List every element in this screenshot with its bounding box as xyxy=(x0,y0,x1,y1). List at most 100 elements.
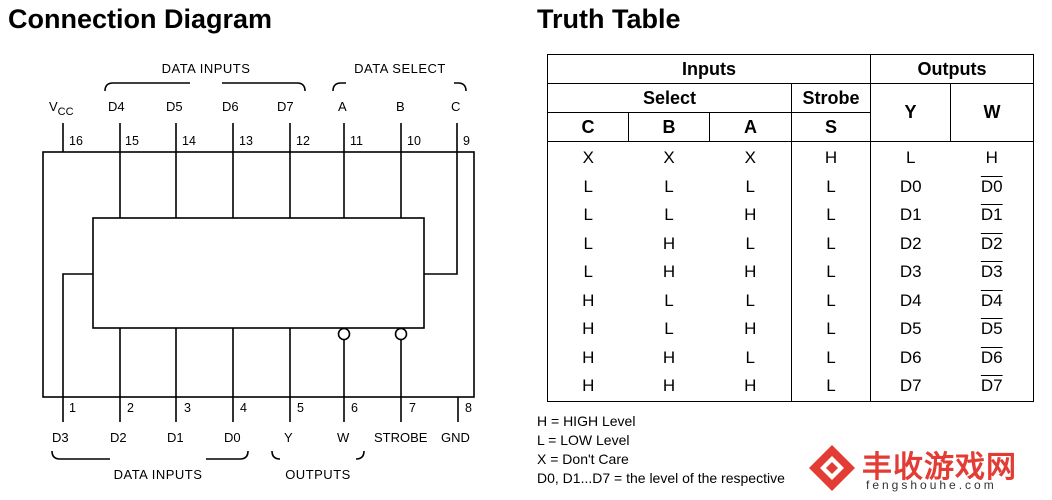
strobe-header: Strobe xyxy=(791,83,871,113)
truth-cell-c: L xyxy=(547,258,629,287)
pin13-label: D6 xyxy=(222,99,239,114)
truth-cell-c: L xyxy=(547,172,629,201)
truth-cell-b: L xyxy=(664,205,674,225)
truth-cell-b: L xyxy=(664,290,674,310)
pin5-number: 5 xyxy=(297,401,304,415)
ic-package-outline xyxy=(42,151,475,398)
pin6-inversion-bubble xyxy=(337,327,351,341)
truth-cell-b: L xyxy=(664,176,674,196)
select-header: Select xyxy=(547,83,792,113)
truth-cell-c: H xyxy=(547,343,629,372)
pin7-label: STROBE xyxy=(374,430,428,445)
truth-cell-w: D0 xyxy=(950,172,1034,201)
truth-cell-s: L xyxy=(791,258,871,287)
s-header: S xyxy=(791,112,871,142)
connection-diagram-title: Connection Diagram xyxy=(8,4,273,34)
connection-diagram: DATA INPUTS DATA SELECT VCC D4 D5 D6 D7 … xyxy=(42,61,475,482)
inverted-value: D5 xyxy=(980,319,1003,339)
truth-cell-s: H xyxy=(791,141,871,173)
inverted-value: D3 xyxy=(980,262,1003,282)
truth-cell-w: D5 xyxy=(950,315,1034,344)
watermark-brand: 丰收游戏网 xyxy=(862,450,1017,485)
pin5-label: Y xyxy=(284,430,293,445)
pin12-label: D7 xyxy=(277,99,294,114)
truth-cell-s: L xyxy=(791,372,871,402)
truth-cell-a: L xyxy=(709,229,792,258)
pin8-label: GND xyxy=(441,430,470,445)
legend-notes: H = HIGH Level L = LOW Level X = Don't C… xyxy=(537,412,785,488)
truth-cell-s: L xyxy=(791,172,871,201)
pin6-number: 6 xyxy=(351,401,358,415)
top-data-inputs-brace xyxy=(104,82,306,92)
inverted-value: D4 xyxy=(980,290,1003,310)
pin9-number: 9 xyxy=(463,134,470,148)
pin12-number: 12 xyxy=(296,134,310,148)
inverted-value: D1 xyxy=(980,205,1003,225)
top-data-inputs-label: DATA INPUTS xyxy=(162,61,251,76)
pin7-number: 7 xyxy=(409,401,416,415)
pin15-number: 15 xyxy=(125,134,139,148)
pin10-label: B xyxy=(396,99,405,114)
w-header: W xyxy=(950,83,1034,142)
pin14-label: D5 xyxy=(166,99,183,114)
pin1-number: 1 xyxy=(69,401,76,415)
truth-cell-a: L xyxy=(709,343,792,372)
truth-cell-s: L xyxy=(791,201,871,230)
inverted-value: D7 xyxy=(980,376,1003,396)
truth-cell-b: H xyxy=(662,233,676,253)
truth-cell-a: H xyxy=(709,372,792,402)
truth-cell-c: L xyxy=(547,229,629,258)
truth-cell-c: H xyxy=(547,372,629,402)
pin13-number: 13 xyxy=(239,134,253,148)
vcc-label: VCC xyxy=(49,99,74,118)
bottom-data-inputs-brace xyxy=(51,450,249,460)
truth-cell-y: D7 xyxy=(870,372,951,402)
top-data-select-label: DATA SELECT xyxy=(354,61,446,76)
truth-cell-w: D4 xyxy=(950,286,1034,315)
truth-cell-y: D5 xyxy=(870,315,951,344)
truth-cell-w: D2 xyxy=(950,229,1034,258)
truth-cell-y: D0 xyxy=(870,172,951,201)
truth-cell-b: X xyxy=(663,148,675,168)
pin14-number: 14 xyxy=(182,134,196,148)
truth-cell-y: L xyxy=(870,141,951,173)
c-header: C xyxy=(547,112,629,142)
truth-cell-a: X xyxy=(709,141,792,173)
pin10-number: 10 xyxy=(407,134,421,148)
truth-cell-c: H xyxy=(547,286,629,315)
pin2-label: D2 xyxy=(110,430,127,445)
truth-cell-a: L xyxy=(709,172,792,201)
truth-cell-s: L xyxy=(791,229,871,258)
truth-cell-b: L xyxy=(664,319,674,339)
truth-cell-y: D2 xyxy=(870,229,951,258)
b-header: B xyxy=(628,112,710,142)
truth-cell-y: D3 xyxy=(870,258,951,287)
note-data-level: D0, D1...D7 = the level of the respectiv… xyxy=(537,470,785,486)
truth-cell-a: L xyxy=(709,286,792,315)
bottom-outputs-label: OUTPUTS xyxy=(285,467,351,482)
pin11-label: A xyxy=(338,99,347,114)
pin9-label: C xyxy=(451,99,460,114)
pin3-number: 3 xyxy=(184,401,191,415)
truth-cell-a: H xyxy=(709,258,792,287)
pin9-lead xyxy=(424,123,458,275)
mux-logic-block xyxy=(92,217,425,329)
truth-cell-s: L xyxy=(791,343,871,372)
truth-cell-s: L xyxy=(791,286,871,315)
watermark-logo-icon xyxy=(809,445,855,491)
truth-cell-b: H xyxy=(628,372,710,402)
truth-cell-w: D3 xyxy=(950,258,1034,287)
truth-cell-w: D6 xyxy=(950,343,1034,372)
inverted-value: D2 xyxy=(980,233,1003,253)
inverted-value: D0 xyxy=(980,176,1003,196)
truth-cell-y: D4 xyxy=(870,286,951,315)
